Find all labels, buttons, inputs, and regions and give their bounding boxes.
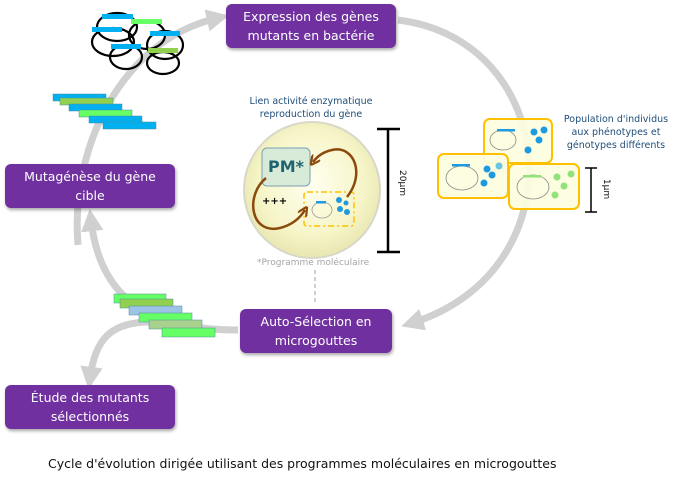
gene-stack-upper bbox=[52, 93, 157, 130]
droplet-left bbox=[437, 153, 509, 199]
scale-label-1um: 1µm bbox=[601, 178, 612, 200]
droplet-right bbox=[508, 163, 580, 210]
step-auto-selection-label: Auto-Sélection en microgouttes bbox=[260, 314, 372, 348]
plus-label: +++ bbox=[262, 196, 288, 207]
loop-arrow-to-gene bbox=[251, 177, 305, 231]
loop-arrow-to-pm bbox=[313, 148, 358, 198]
arrow-to-etude bbox=[80, 318, 151, 390]
inner-gene bbox=[316, 201, 326, 204]
scale-label-20um: 20µm bbox=[396, 170, 407, 196]
gene-bar bbox=[161, 327, 216, 338]
protein-dot bbox=[337, 206, 343, 212]
gene-bar bbox=[102, 14, 133, 19]
scale-bar-1um bbox=[585, 167, 597, 213]
gene-bar bbox=[131, 19, 162, 24]
population-droplets bbox=[437, 118, 580, 210]
gene-bar bbox=[92, 27, 122, 32]
protein-dot bbox=[336, 197, 342, 203]
step-expression-box: Expression des gènes mutants en bactérie bbox=[226, 4, 396, 48]
plasmid bbox=[90, 26, 136, 58]
plasmid bbox=[145, 50, 181, 76]
gene-bar bbox=[111, 44, 141, 49]
protein-dot bbox=[343, 200, 349, 206]
central-droplet bbox=[243, 121, 381, 259]
plasmid-genes bbox=[92, 14, 180, 53]
gene-stack-lower bbox=[113, 293, 216, 338]
step-expression-label: Expression des gènes mutants en bactérie bbox=[243, 9, 379, 43]
gene-bar bbox=[102, 121, 157, 130]
step-auto-selection-box: Auto-Sélection en microgouttes bbox=[240, 309, 392, 353]
gene-bar bbox=[148, 319, 203, 330]
pm-label: PM* bbox=[267, 157, 304, 176]
step-etude-label: Étude des mutants sélectionnés bbox=[30, 390, 150, 424]
protein-dot bbox=[344, 209, 350, 215]
gene-bar bbox=[150, 31, 180, 36]
figure-caption: Cycle d'évolution dirigée utilisant des … bbox=[48, 456, 557, 471]
population-title: Population d'individus aux phénotypes et… bbox=[563, 114, 669, 151]
footnote-programme: *Programme moléculaire bbox=[257, 258, 370, 268]
step-mutagenese-label: Mutagénèse du gène cible bbox=[24, 169, 156, 203]
center-title: Lien activité enzymatique reproduction d… bbox=[249, 96, 373, 120]
step-etude-box: Étude des mutants sélectionnés bbox=[5, 385, 175, 429]
gene-bar bbox=[148, 48, 178, 53]
scale-bar-20um bbox=[377, 127, 400, 254]
plasmids-group bbox=[90, 11, 185, 76]
step-mutagenese-box: Mutagénèse du gène cible bbox=[5, 164, 175, 208]
